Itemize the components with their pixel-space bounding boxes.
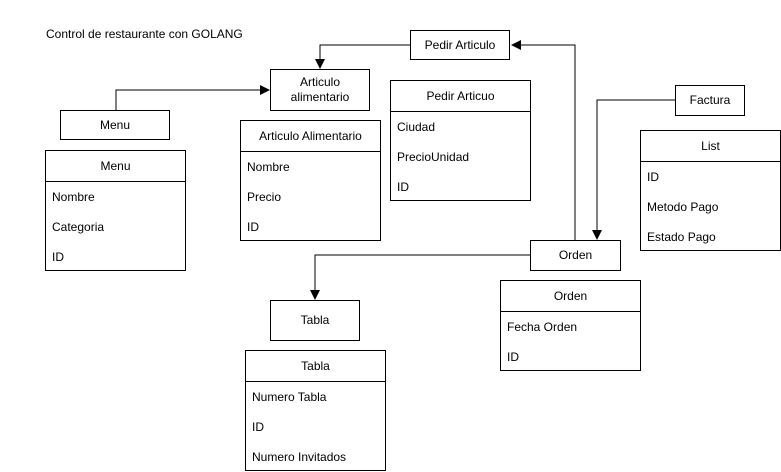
table-list-row: ID	[647, 170, 659, 184]
table-pedir-articuo-header: Pedir Articuo	[391, 81, 530, 112]
table-tabla-header: Tabla	[246, 351, 385, 382]
node-pedir-articulo-label: Pedir Articulo	[424, 37, 496, 52]
table-tabla-row: Numero Invitados	[252, 450, 347, 464]
node-pedir-articulo: Pedir Articulo	[410, 30, 510, 60]
connector-orden-to-pedir	[511, 40, 576, 240]
node-orden: Orden	[530, 240, 621, 271]
node-orden-label: Orden	[558, 248, 593, 262]
table-menu: Menu Nombre Categoria ID	[45, 150, 186, 271]
table-tabla-row: ID	[252, 420, 264, 434]
table-articulo-alimentario-row: Precio	[247, 190, 282, 204]
node-articulo-alimentario: Articulo alimentario	[270, 69, 370, 111]
table-menu-row: Nombre	[52, 190, 95, 204]
node-factura: Factura	[675, 85, 745, 116]
table-menu-row: ID	[52, 250, 64, 264]
table-tabla: Tabla Numero Tabla ID Numero Invitados	[245, 350, 386, 471]
table-articulo-alimentario: Articulo Alimentario Nombre Precio ID	[240, 120, 381, 241]
table-articulo-alimentario-header: Articulo Alimentario	[241, 121, 380, 152]
table-list-header: List	[641, 131, 780, 162]
table-articulo-alimentario-row: ID	[247, 220, 259, 234]
table-list-row: Estado Pago	[647, 230, 716, 244]
table-list-row: Metodo Pago	[647, 200, 719, 214]
table-orden-header: Orden	[501, 281, 640, 312]
table-list: List ID Metodo Pago Estado Pago	[640, 130, 781, 251]
table-menu-header: Menu	[46, 151, 185, 182]
table-tabla-row: Numero Tabla	[252, 390, 327, 404]
table-orden: Orden Fecha Orden ID	[500, 280, 641, 371]
table-menu-row: Categoria	[52, 220, 105, 234]
connector-factura-to-orden	[592, 99, 675, 240]
connector-pedir-to-articulo	[315, 44, 410, 69]
connector-orden-to-tabla	[310, 254, 530, 300]
node-factura-label: Factura	[689, 93, 731, 107]
table-orden-row: ID	[507, 350, 519, 364]
node-tabla-label: Tabla	[300, 313, 330, 327]
table-pedir-articuo-row: PrecioUnidad	[397, 150, 470, 164]
node-menu-label: Menu	[99, 117, 131, 132]
table-orden-row: Fecha Orden	[507, 320, 578, 334]
node-tabla: Tabla	[270, 300, 360, 341]
diagram-title: Control de restaurante con GOLANG	[46, 27, 243, 41]
table-pedir-articuo: Pedir Articuo Ciudad PrecioUnidad ID	[390, 80, 531, 201]
connector-menu-to-articulo	[115, 85, 270, 110]
table-pedir-articuo-row: ID	[397, 180, 409, 194]
table-pedir-articuo-row: Ciudad	[397, 120, 436, 134]
node-articulo-alimentario-label: Articulo alimentario	[290, 75, 350, 104]
node-menu: Menu	[60, 110, 170, 140]
table-articulo-alimentario-row: Nombre	[247, 160, 290, 174]
